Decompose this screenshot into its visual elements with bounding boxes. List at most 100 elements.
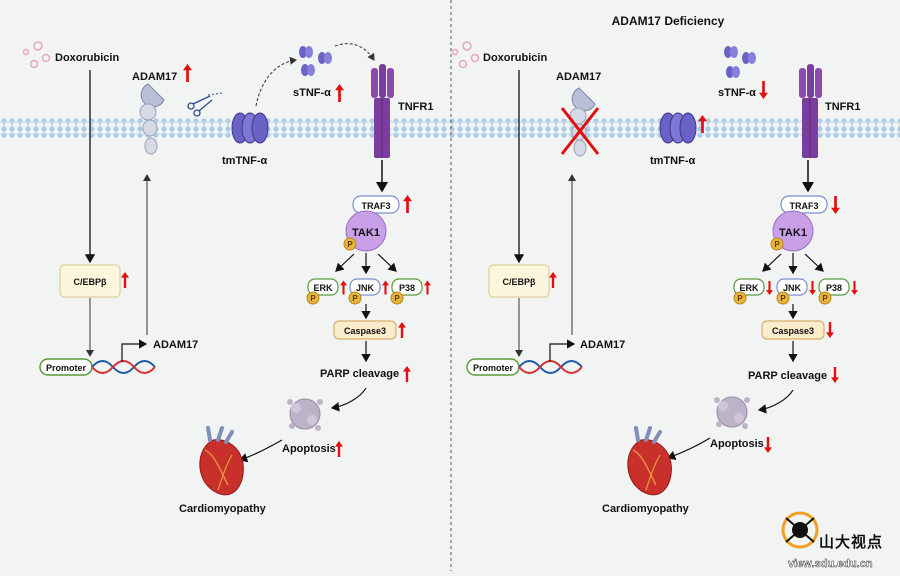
doxorubicin-label-right: Doxorubicin: [483, 52, 547, 64]
cebp-label: C/EBPβ: [74, 277, 108, 287]
apoptotic-cell-icon: [287, 398, 323, 431]
cebp-label-right: C/EBPβ: [503, 277, 537, 287]
dna-icon: [91, 360, 156, 374]
scissors-icon: [187, 92, 223, 117]
parp-to-apoptosis-arrow: [330, 387, 367, 412]
tmtnf-icon: [231, 112, 269, 144]
erk-phospho: [306, 291, 320, 305]
sdu-logo-icon: [781, 511, 819, 549]
cleavage-arrow: [255, 56, 297, 107]
adam17-protein-icon: [139, 83, 165, 155]
erk-label-right: ERK: [739, 283, 759, 293]
tak1-p-label-right: P: [774, 240, 780, 249]
tak1-to-p38-arrow-right: [804, 253, 824, 272]
tak1-phospho: [343, 237, 357, 251]
parp-label-right: PARP cleavage: [748, 370, 827, 382]
tmtnf-label: tmTNF-α: [222, 155, 267, 167]
apoptosis-label: Apoptosis: [282, 443, 336, 455]
cardiomyopathy-label: Cardiomyopathy: [179, 503, 267, 515]
tmtnf-label-right: tmTNF-α: [650, 155, 695, 167]
tak1-label-right: TAK1: [779, 227, 807, 239]
jnk-phospho: [348, 291, 362, 305]
jnk-label: JNK: [356, 283, 375, 293]
p38-box-right: [818, 278, 850, 296]
apoptosis-to-heart-arrow-right: [666, 437, 711, 460]
tnfr1-label-right: TNFR1: [825, 101, 860, 113]
heart-icon-right: [627, 426, 672, 496]
jnk-p-label: P: [352, 294, 358, 303]
jnk-label-right: JNK: [783, 283, 802, 293]
stnf-label: sTNF-α: [293, 87, 331, 99]
apoptotic-cell-icon-right: [714, 396, 750, 429]
tak1-to-p38-arrow: [377, 253, 397, 272]
erk-phospho-right: [733, 291, 747, 305]
cebp-box: [59, 264, 121, 298]
traf3-box: [352, 195, 400, 214]
adam17-label: ADAM17: [132, 71, 177, 83]
stnf-to-receptor-arrow: [334, 43, 375, 61]
adam17-label-right: ADAM17: [556, 71, 601, 83]
traf3-box-right: [780, 195, 828, 214]
right-panel: Doxorubicin C/EBPβ Promoter ADAM17 ADAM1…: [451, 41, 860, 515]
erk-box: [307, 278, 339, 296]
erk-label: ERK: [313, 283, 333, 293]
jnk-box-right: [776, 278, 808, 296]
parp-to-apoptosis-arrow-right: [757, 389, 794, 414]
watermark-chinese: 山大视点: [819, 533, 883, 551]
erk-box-right: [733, 278, 765, 296]
cardiomyopathy-label-right: Cardiomyopathy: [602, 503, 690, 515]
right-panel-title: ADAM17 Deficiency: [612, 14, 725, 28]
watermark: 山大视点 view.sdu.edu.cn: [781, 511, 883, 570]
erk-p-label-right: P: [737, 294, 743, 303]
tak1-circle: [345, 210, 387, 252]
left-panel: Doxorubicin C/EBPβ Promoter ADAM17 ADAM1…: [22, 41, 433, 515]
tnfr1-receptor-icon-right: [799, 64, 822, 158]
p38-box: [391, 278, 423, 296]
tak1-to-erk-arrow-right: [762, 253, 782, 272]
traf3-label: TRAF3: [362, 201, 391, 211]
caspase3-box-right: [761, 320, 825, 340]
tak1-label: TAK1: [352, 227, 380, 239]
tak1-phospho-right: [770, 237, 784, 251]
adam17-gene-label: ADAM17: [153, 339, 198, 351]
promoter-label-right: Promoter: [473, 363, 514, 373]
traf3-label-right: TRAF3: [790, 201, 819, 211]
adam17-gene-label-right: ADAM17: [580, 339, 625, 351]
transcription-arrow: [121, 339, 148, 362]
doxorubicin-label: Doxorubicin: [55, 52, 119, 64]
jnk-p-label-right: P: [780, 294, 786, 303]
caspase3-label: Caspase3: [344, 326, 386, 336]
jnk-phospho-right: [776, 291, 790, 305]
promoter-label: Promoter: [46, 363, 87, 373]
apoptosis-to-heart-arrow: [238, 439, 283, 463]
p38-p-label: P: [394, 294, 400, 303]
parp-label: PARP cleavage: [320, 368, 399, 380]
tak1-to-erk-arrow: [335, 253, 355, 272]
cell-membrane: [0, 118, 900, 138]
tak1-circle-right: [772, 210, 814, 252]
p38-label-right: P38: [826, 283, 842, 293]
stnf-icon: [299, 46, 332, 76]
caspase3-box: [333, 320, 397, 340]
tmtnf-icon-right: [659, 112, 697, 144]
transcription-arrow-right: [549, 339, 576, 362]
watermark-url: view.sdu.edu.cn: [788, 558, 873, 570]
tnfr1-receptor-icon: [371, 64, 394, 158]
cebp-box-right: [488, 264, 550, 298]
tnfr1-label: TNFR1: [398, 101, 433, 113]
p38-phospho-right: [818, 291, 832, 305]
stnf-label-right: sTNF-α: [718, 87, 756, 99]
tak1-p-label: P: [347, 240, 353, 249]
p38-phospho: [390, 291, 404, 305]
doxorubicin-icon-right: [451, 41, 480, 69]
caspase3-label-right: Caspase3: [772, 326, 814, 336]
stnf-icon-right: [724, 46, 756, 78]
jnk-box: [349, 278, 381, 296]
p38-label: P38: [399, 283, 415, 293]
heart-icon: [199, 426, 244, 496]
erk-p-label: P: [310, 294, 316, 303]
doxorubicin-icon: [22, 41, 51, 69]
